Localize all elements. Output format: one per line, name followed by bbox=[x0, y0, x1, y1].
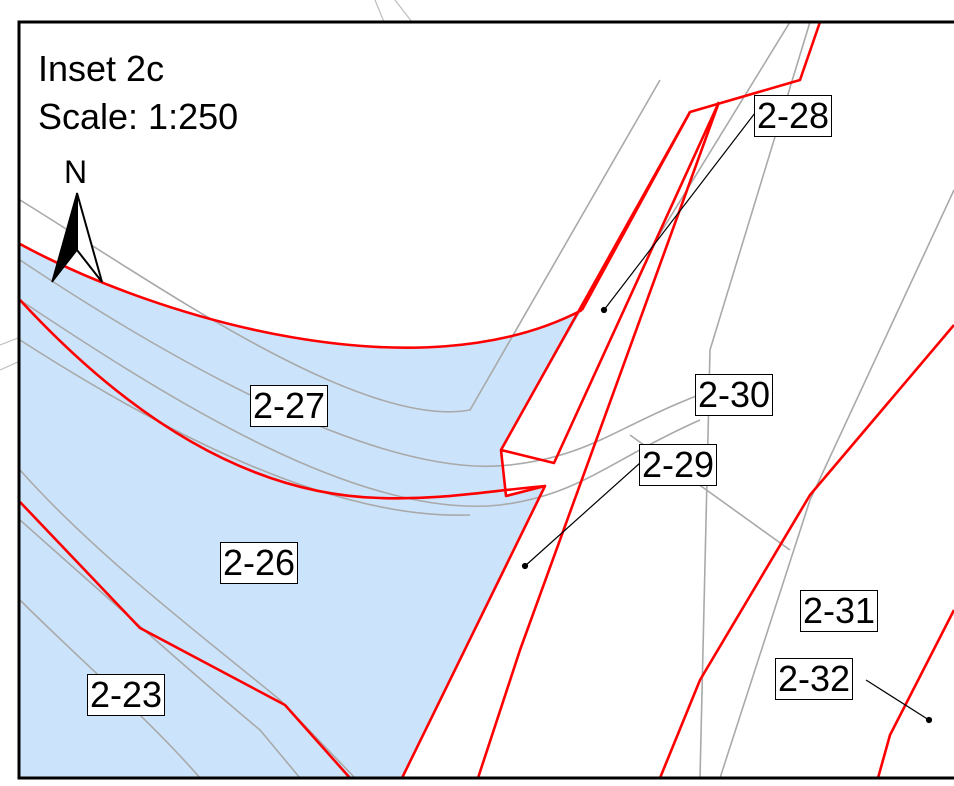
parcel-label-2-26: 2-26 bbox=[220, 542, 299, 584]
parcel-label-2-28: 2-28 bbox=[754, 95, 833, 137]
inset-title: Inset 2c bbox=[38, 48, 165, 89]
leader-lines bbox=[521, 112, 933, 724]
parcel-label-2-23: 2-23 bbox=[87, 674, 166, 716]
inset-scale: Scale: 1:250 bbox=[38, 96, 239, 137]
parcel-label-2-27: 2-27 bbox=[250, 385, 329, 427]
parcel-label-2-29: 2-29 bbox=[639, 444, 718, 486]
parcel-label-2-32: 2-32 bbox=[775, 658, 854, 700]
parcel-label-2-30: 2-30 bbox=[695, 374, 774, 416]
north-letter: N bbox=[64, 154, 88, 190]
north-arrow-icon bbox=[51, 192, 103, 283]
map-frame bbox=[17, 20, 954, 780]
outer-road-lines bbox=[0, 0, 413, 371]
parcel-label-2-31: 2-31 bbox=[800, 590, 879, 632]
parcel-boundaries bbox=[19, 21, 954, 779]
